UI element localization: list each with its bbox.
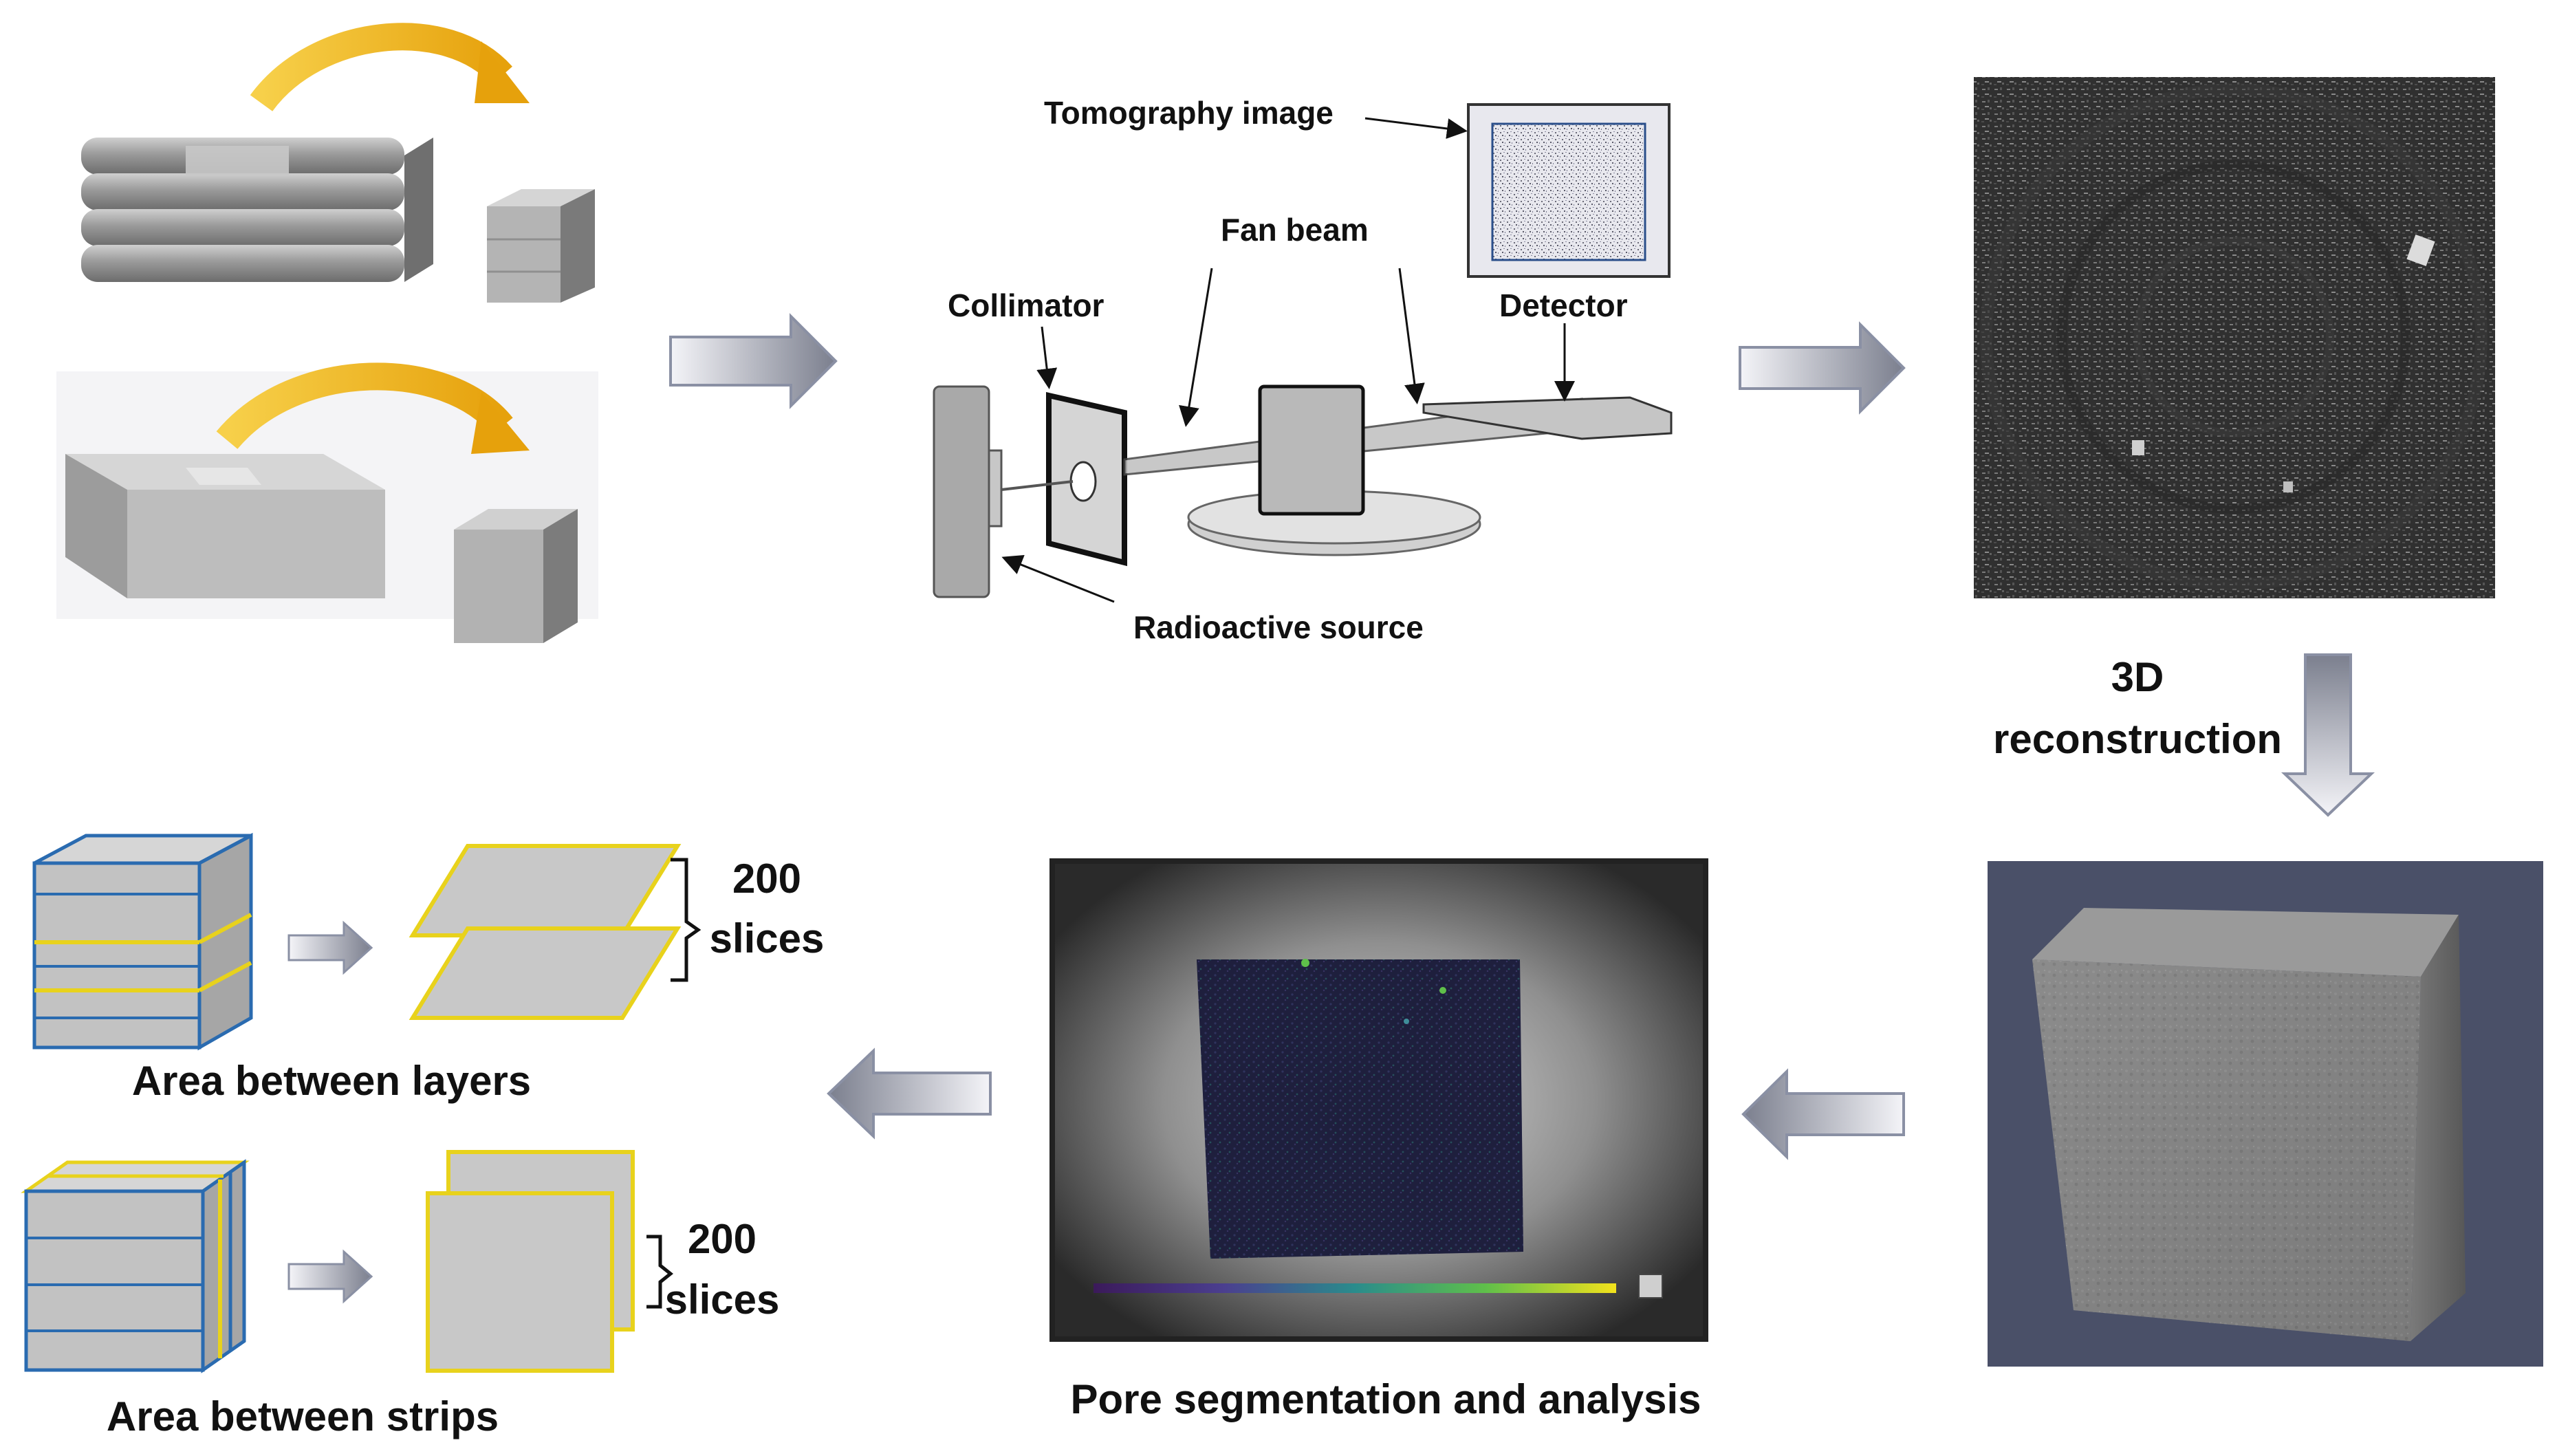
arrow-3d-reconstruction — [2281, 653, 2375, 817]
strip-slice-front — [426, 1191, 614, 1373]
pore-segmentation-view — [1049, 858, 1708, 1342]
ct-slice-image — [1974, 77, 2495, 598]
label-radioactive-source: Radioactive source — [1133, 609, 1424, 645]
striped-cube — [21, 1159, 250, 1373]
slices-count-top: 200 — [732, 856, 801, 902]
label-collimator: Collimator — [948, 287, 1105, 323]
label-reconstruction: reconstruction — [1993, 716, 2282, 762]
layered-cube — [32, 832, 253, 1051]
slices-word-bottom: slices — [665, 1276, 780, 1323]
label-area-between-strips: Area between strips — [107, 1393, 499, 1439]
arrow-to-ct-slice — [1739, 321, 1906, 415]
tomography-image-panel — [1467, 103, 1671, 278]
small-arrow-strips — [287, 1249, 373, 1304]
layer-slice-top — [409, 844, 682, 937]
layered-bar — [81, 138, 433, 282]
brace-top — [671, 858, 701, 982]
label-detector: Detector — [1499, 287, 1628, 323]
slices-count-bottom: 200 — [688, 1216, 757, 1262]
detector-plate — [1422, 396, 1673, 440]
specimen-extraction-group — [56, 23, 598, 643]
layer-slicing-group: 200 slices — [32, 832, 825, 1051]
radioactive-source-block — [933, 385, 990, 598]
strip-specimen-cube — [454, 509, 578, 643]
brace-bottom — [646, 1235, 674, 1309]
label-fan-beam: Fan beam — [1221, 212, 1369, 248]
ct-scanner-schematic: Tomography image Fan beam Collimator Det… — [933, 95, 1673, 645]
label-tomography-image: Tomography image — [1044, 95, 1334, 131]
arrow-to-segmentation — [1741, 1068, 1905, 1160]
slices-word-top: slices — [710, 915, 825, 961]
layer-slice-bottom — [409, 926, 682, 1020]
arrow-to-slice-analysis — [827, 1047, 992, 1140]
scanned-specimen — [1258, 384, 1365, 516]
pore-colorbar — [1093, 1283, 1616, 1293]
strip-slicing-group: 200 slices — [21, 1150, 780, 1373]
label-pore-segmentation: Pore segmentation and analysis — [1071, 1376, 1701, 1422]
label-3d: 3D — [2111, 654, 2164, 700]
small-arrow-layers — [287, 920, 373, 975]
strip-bar — [56, 371, 598, 619]
curved-arrow-bottom — [216, 362, 530, 454]
reconstructed-3d-volume — [1988, 861, 2543, 1367]
curved-arrow-top — [250, 23, 530, 112]
label-area-between-layers: Area between layers — [132, 1058, 531, 1104]
arrow-to-ct-scan — [669, 313, 838, 409]
layered-specimen-cube — [487, 189, 595, 303]
